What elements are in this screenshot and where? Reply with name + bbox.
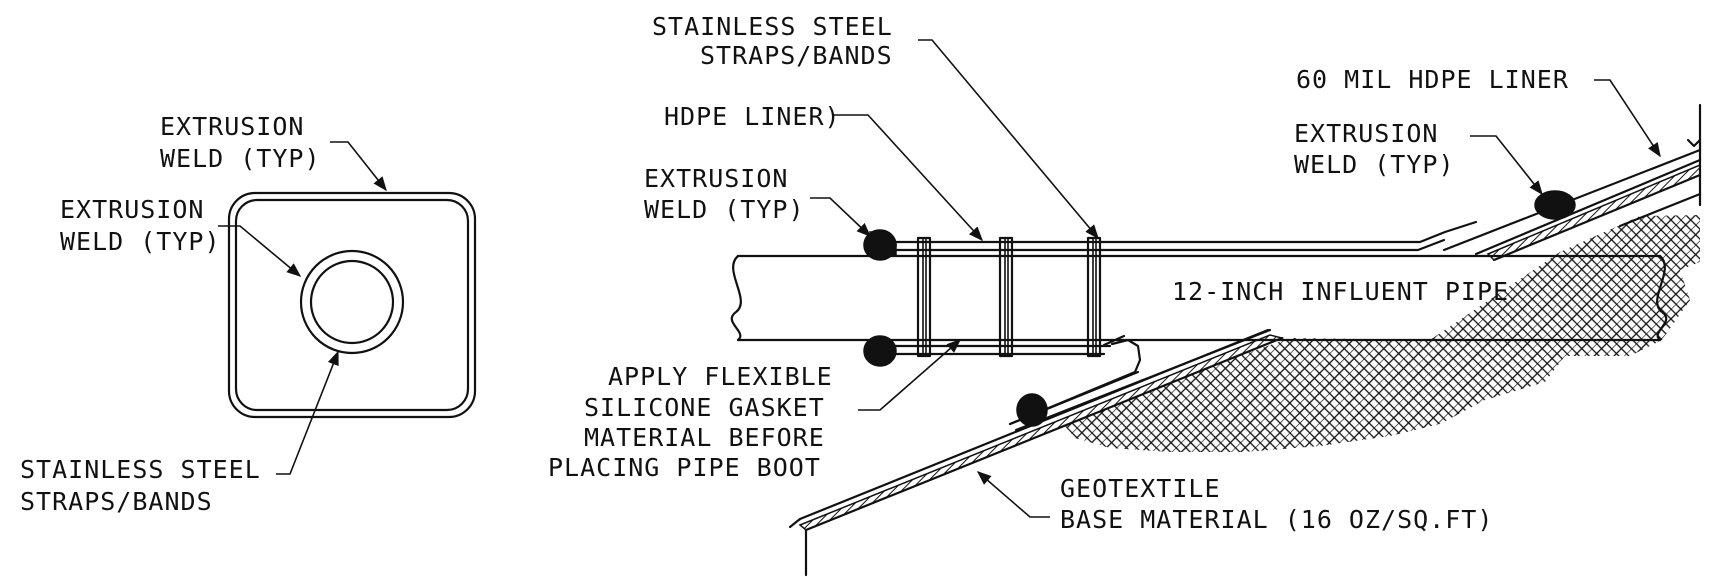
straps-leader [918,39,1099,240]
left-outer-weld-leader [330,141,387,192]
geotextile-label-1: GEOTEXTILE [1060,474,1221,503]
extrusion-weld-right-leader [1470,135,1543,196]
pipe-inner-circle [309,259,395,345]
straps-label-1: STAINLESS STEEL [652,12,893,41]
extrusion-weld-left-2: WELD (TYP) [644,195,805,224]
boot-outer-flange [227,191,477,419]
left-outer-weld-label-2: WELD (TYP) [160,144,321,173]
left-inner-weld-label-2: WELD (TYP) [60,227,221,256]
gasket-note-3: MATERIAL BEFORE [584,423,825,452]
straps-label-2: STRAPS/BANDS [700,41,893,70]
gasket-note-1: APPLY FLEXIBLE [608,362,833,391]
left-outer-weld-label-1: EXTRUSION [160,112,304,141]
extrusion-weld-left-1: EXTRUSION [644,164,788,193]
lower-slope-weld [1016,393,1048,427]
liner-60mil-leader [1594,79,1661,158]
left-straps-label-1: STAINLESS STEEL [20,455,261,484]
gasket-note-4: PLACING PIPE BOOT [548,453,821,482]
geotextile-leader [976,471,1050,518]
boot-inner-flange [234,198,470,412]
boot-sleeve-top [876,220,1478,244]
left-straps-label-2: STRAPS/BANDS [20,487,213,516]
pipe-left-end [730,254,742,342]
left-inner-weld-leader [218,225,302,277]
extrusion-weld-right-2: WELD (TYP) [1294,150,1455,179]
extrusion-weld-left-leader [810,197,872,237]
extrusion-weld-right-1: EXTRUSION [1294,119,1438,148]
left-inner-weld-label-1: EXTRUSION [60,195,204,224]
end-view: EXTRUSION WELD (TYP) EXTRUSION WELD (TYP… [20,112,477,516]
hdpe-liner-leader [834,114,983,242]
hdpe-liner-label: HDPE LINER) [664,102,841,131]
pipe-right-end [1656,254,1668,342]
straps [916,236,1102,358]
upper-slope-weld [1534,190,1576,220]
geotextile-label-2: BASE MATERIAL (16 OZ/SQ.FT) [1060,505,1493,534]
gasket-note-2: SILICONE GASKET [584,393,825,422]
pipe-label: 12-INCH INFLUENT PIPE [1172,277,1509,306]
soil-hatch [1060,215,1700,452]
gasket-note-leader [858,339,962,411]
left-straps-leader [276,350,339,475]
pipe-outer-circle [299,249,405,355]
section-view: STAINLESS STEEL STRAPS/BANDS HDPE LINER)… [548,12,1702,577]
liner-60mil-label: 60 MIL HDPE LINER [1296,65,1569,94]
